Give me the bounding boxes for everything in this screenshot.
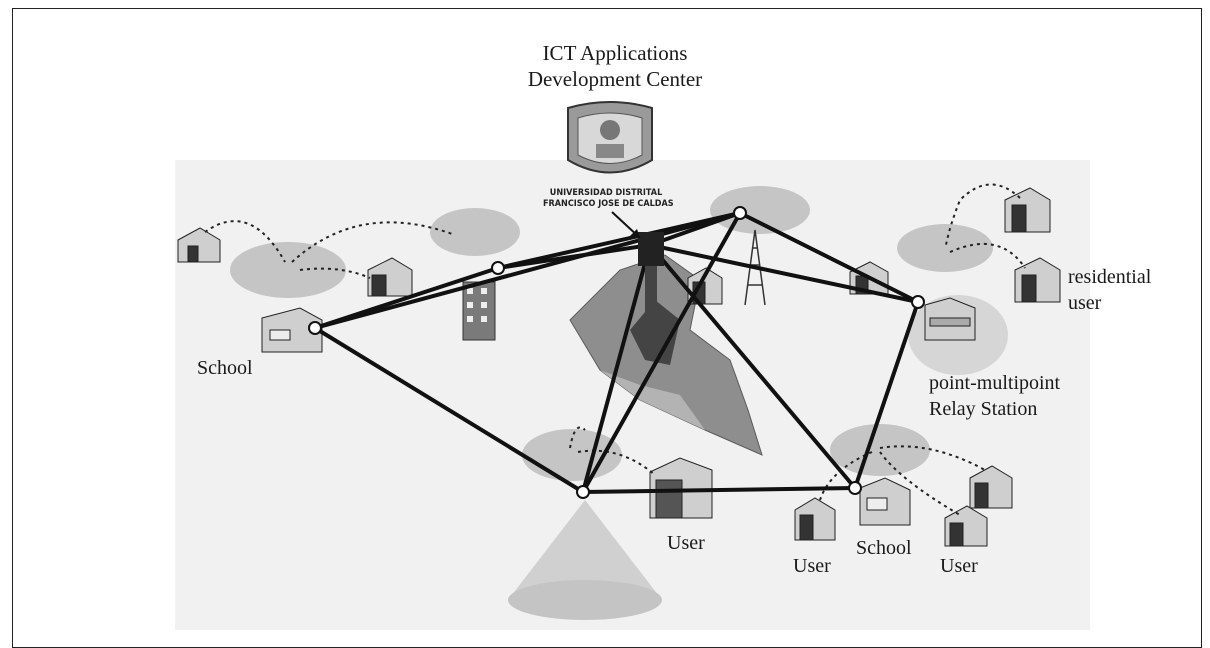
label-school-left: School — [197, 357, 253, 379]
coverage-cone-base — [508, 580, 662, 620]
relay-node-school-left — [308, 321, 322, 335]
relay-node-bottom-center — [576, 485, 590, 499]
house-bottom-left-user — [794, 497, 836, 541]
coverage-disc-top — [710, 186, 810, 234]
title-line-2: Development Center — [527, 67, 703, 91]
network-diagram — [177, 101, 1061, 620]
school-building-left — [261, 307, 323, 353]
house-top-right — [1004, 187, 1051, 233]
terrain-facet — [600, 370, 705, 430]
house-residential — [1014, 257, 1061, 303]
coverage-disc-bottom-center — [522, 429, 622, 481]
label-user-bottom-left: User — [793, 555, 831, 577]
university-name: UNIVERSIDAD DISTRITAL FRANCISCO JOSE DE … — [543, 188, 674, 210]
residential-line-2: user — [1068, 292, 1102, 314]
label-school-bottom: School — [856, 537, 912, 559]
university-name-line-1: UNIVERSIDAD DISTRITAL — [549, 188, 663, 198]
house-bottom-center — [649, 457, 713, 519]
houses — [177, 187, 1061, 547]
relay-node-top — [733, 206, 747, 220]
house-bottom-right-2 — [944, 505, 988, 547]
relay-line-1: point-multipoint — [929, 372, 1061, 394]
office-building — [462, 281, 496, 341]
label-user-center: User — [667, 532, 705, 554]
relay-node-bottom-right — [848, 481, 862, 495]
backbone-links — [313, 211, 920, 494]
residential-line-1: residential — [1068, 266, 1152, 288]
relay-node-right — [911, 295, 925, 309]
coverage-disc-right — [897, 224, 993, 272]
house-bottom-right-1 — [969, 465, 1013, 509]
relay-nodes — [308, 206, 925, 499]
central-hub — [638, 232, 664, 316]
house-left-disc — [367, 257, 413, 297]
university-name-line-2: FRANCISCO JOSE DE CALDAS — [543, 199, 674, 209]
label-user-bottom-right: User — [940, 555, 978, 577]
terrain-ridge — [630, 300, 680, 365]
diagram-title: ICT Applications Development Center — [490, 40, 740, 92]
university-seal-logo — [567, 101, 653, 174]
relay-line-2: Relay Station — [929, 398, 1038, 420]
school-building-bottom — [859, 477, 911, 526]
label-residential-user: residential user — [1068, 264, 1151, 316]
coverage-disc-center-left — [430, 208, 520, 256]
title-line-1: ICT Applications — [542, 41, 688, 65]
house-top-left — [177, 227, 221, 263]
label-relay-station: point-multipoint Relay Station — [929, 370, 1060, 422]
coverage-disc-bottom-right — [830, 424, 930, 476]
relay-building — [924, 297, 976, 341]
coverage-disc-left — [230, 242, 346, 298]
relay-node-center-left — [491, 261, 505, 275]
